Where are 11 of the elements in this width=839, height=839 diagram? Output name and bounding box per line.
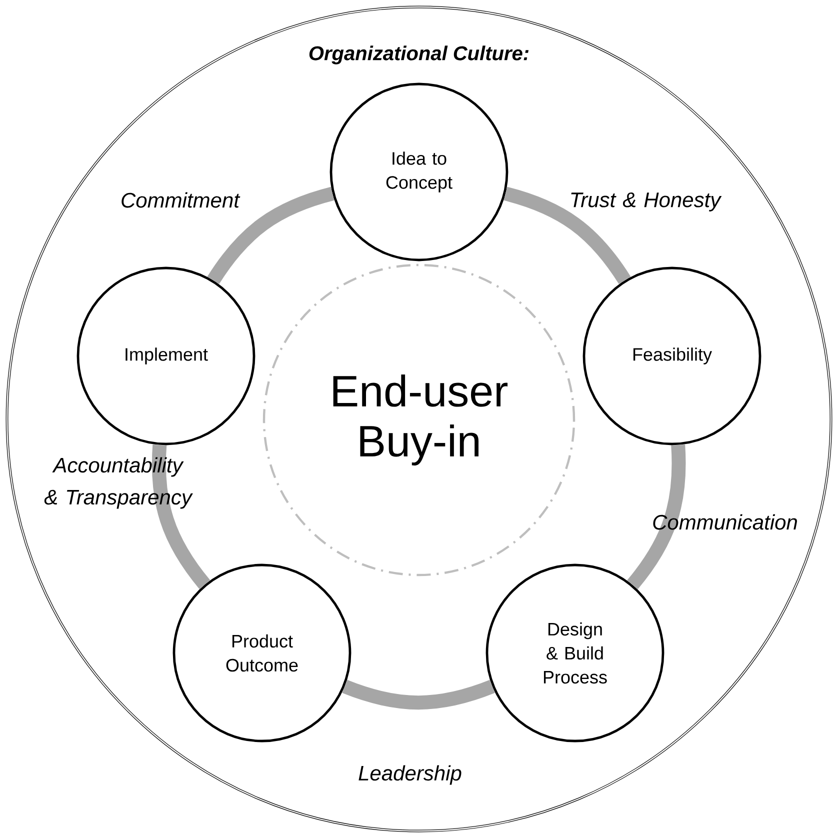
ring-segment [504, 186, 631, 284]
ring-segment [342, 680, 495, 710]
ring-segment [207, 186, 334, 284]
value-label: Trust & Honesty [571, 192, 722, 212]
value-label: Communication [653, 514, 797, 530]
value-label: Accountability & Transparency [44, 457, 193, 509]
heading: Organizational Culture: [309, 46, 529, 64]
ring-segment [152, 444, 210, 589]
ring-segment [627, 444, 686, 590]
value-label: Leadership [358, 765, 462, 785]
value-label: Commitment [122, 192, 240, 208]
